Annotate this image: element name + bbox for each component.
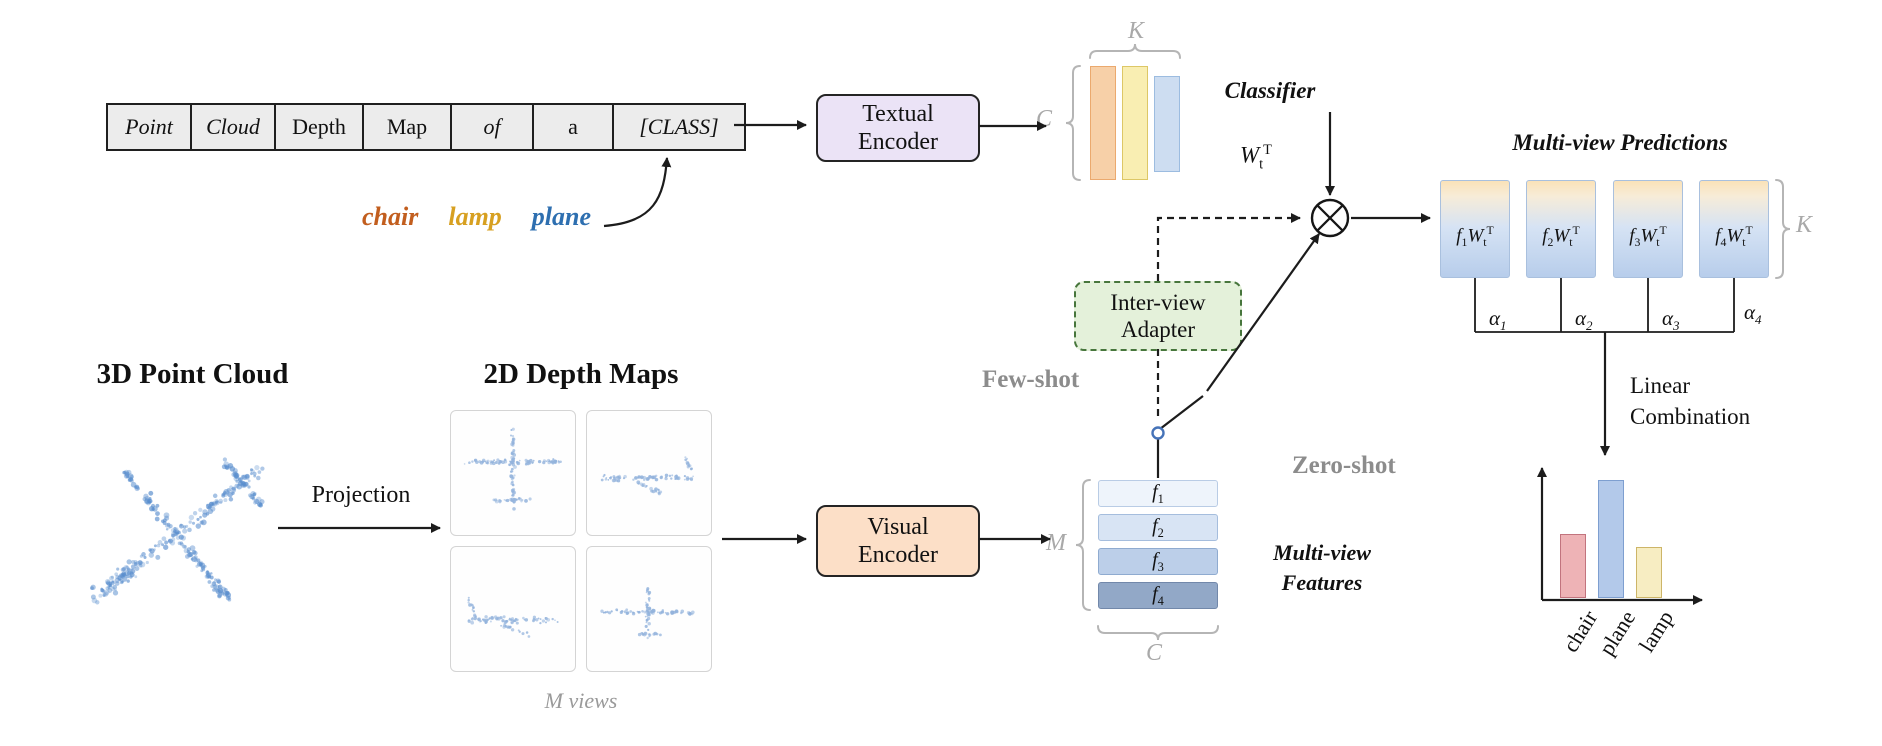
feature-row-f4: f4 (1098, 582, 1218, 609)
switch-pivot-icon (1151, 426, 1165, 440)
prompt-token-table: Point Cloud Depth Map of a [CLASS] (106, 103, 746, 151)
otimes-icon (1310, 198, 1350, 238)
alpha-2-label: α2 (1575, 306, 1593, 334)
dim-c-bottom-label: C (1146, 640, 1163, 666)
pointcloud-scatter (90, 457, 265, 605)
depth-map-view-2 (586, 410, 712, 536)
linear-combination-1: Linear (1630, 373, 1691, 398)
token-cell: Map (362, 105, 450, 149)
features-caption-1: Multi-view (1273, 540, 1371, 565)
classifier-bar-orange (1090, 66, 1116, 180)
token-cell: a (532, 105, 612, 149)
depth-map-view-3 (450, 546, 576, 672)
path-switch (1151, 395, 1204, 478)
features-caption: Multi-view Features (1242, 538, 1402, 597)
brace-m-left (1075, 479, 1091, 611)
pointcloud-title: 3D Point Cloud (96, 358, 289, 390)
predictions-title: Multi-view Predictions (1512, 130, 1728, 155)
arrow-class-to-token (603, 157, 672, 228)
views-caption: M views (544, 688, 618, 713)
brace-c-bottom (1097, 625, 1219, 641)
dashed-adapter-to-otimes (1156, 213, 1301, 281)
brace-c-left (1065, 65, 1081, 181)
brace-k-right (1775, 179, 1791, 279)
dim-c-left-label: C (1036, 106, 1053, 132)
feature-row-f3: f3 (1098, 548, 1218, 575)
few-shot-label: Few-shot (982, 366, 1080, 393)
class-word-list: chair lamp plane (362, 202, 591, 232)
alpha-4-label: α4 (1744, 300, 1762, 328)
switch-arm (1159, 395, 1204, 430)
dim-k-right-label: K (1796, 212, 1813, 238)
visual-encoder-label-2: Encoder (858, 542, 938, 568)
alpha-1-label: α1 (1489, 306, 1507, 334)
classifier-bar-blue (1154, 76, 1180, 172)
depth-map-view-1 (450, 410, 576, 536)
feature-row-f2: f2 (1098, 514, 1218, 541)
textual-encoder-label-2: Encoder (858, 129, 938, 155)
depthmaps-title: 2D Depth Maps (483, 358, 679, 390)
token-cell: Cloud (190, 105, 274, 149)
alpha-3-label: α3 (1662, 306, 1680, 334)
adapter-label-2: Adapter (1120, 317, 1196, 342)
token-cell: of (450, 105, 532, 149)
visual-encoder-box: Visual Encoder (816, 505, 980, 577)
class-word-plane: plane (531, 202, 592, 231)
token-cell-class: [CLASS] (612, 105, 744, 149)
prediction-box-2: f2WtT (1526, 180, 1596, 278)
class-word-lamp: lamp (448, 202, 502, 231)
textual-encoder-box: Textual Encoder (816, 94, 980, 162)
chart-bar-lamp (1636, 547, 1662, 598)
dim-k-top-label: K (1127, 18, 1144, 44)
feature-row-f1: f1 (1098, 480, 1218, 507)
brace-k-top (1089, 43, 1181, 59)
prediction-box-1: f1WtT (1440, 180, 1510, 278)
token-cell: Point (108, 105, 190, 149)
token-cell: Depth (274, 105, 362, 149)
dim-m-label: M (1046, 530, 1066, 556)
classifier-weight-label: WtT (1240, 142, 1272, 173)
zero-shot-label: Zero-shot (1292, 452, 1396, 479)
classifier-label: Classifier (1224, 78, 1316, 103)
prediction-box-3: f3WtT (1613, 180, 1683, 278)
alpha-connector (1474, 278, 1735, 333)
linear-combination-2: Combination (1630, 404, 1751, 429)
class-word-chair: chair (362, 202, 419, 231)
visual-encoder-label-1: Visual (867, 513, 929, 540)
depth-map-view-4 (586, 546, 712, 672)
classifier-bar-yellow (1122, 66, 1148, 180)
chart-bar-plane (1598, 480, 1624, 598)
projection-label: Projection (311, 482, 411, 508)
textual-encoder-label-1: Textual (862, 100, 934, 127)
chart-bar-chair (1560, 534, 1586, 598)
adapter-label-1: Inter-view (1110, 289, 1206, 315)
prediction-box-4: f4WtT (1699, 180, 1769, 278)
inter-view-adapter-box: Inter-view Adapter (1074, 281, 1242, 351)
linear-combination-label: Linear Combination (1630, 370, 1750, 432)
features-caption-2: Features (1281, 569, 1363, 595)
